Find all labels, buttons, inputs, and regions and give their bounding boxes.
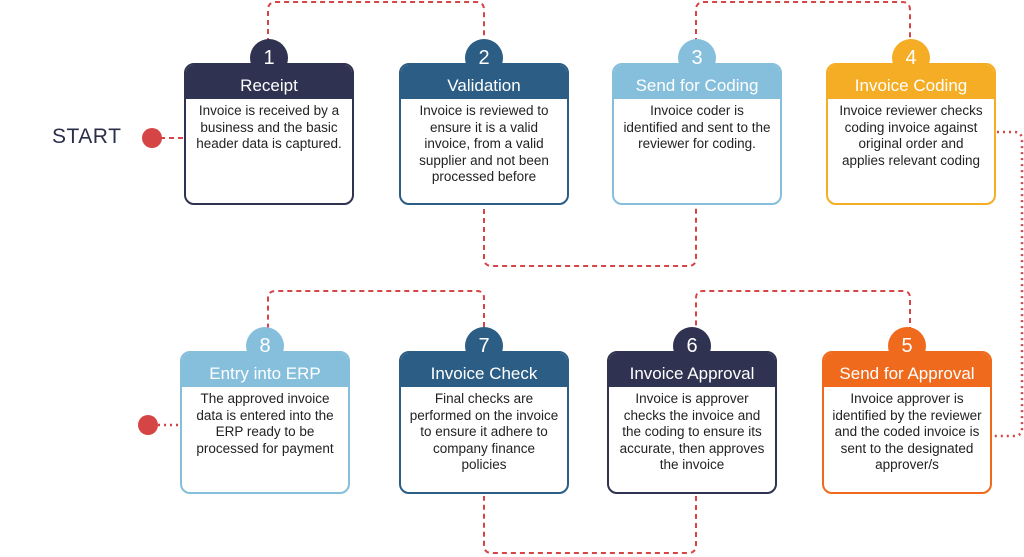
step-card: Send for Approval Invoice approver is id… (822, 351, 992, 494)
connector-4-to-5 (994, 130, 1024, 438)
end-dot (138, 415, 158, 435)
step-card: Invoice Check Final checks are performed… (399, 351, 569, 494)
connector-7-to-8 (267, 290, 485, 336)
connector-1-to-2 (267, 1, 485, 43)
step-card: Invoice Approval Invoice is approver che… (607, 351, 777, 494)
step-description: Invoice is received by a business and th… (196, 103, 342, 151)
step-number-badge: 6 (673, 327, 711, 365)
step-card: Entry into ERP The approved invoice data… (180, 351, 350, 494)
step-title: Send for Approval (824, 353, 990, 387)
step-description: Invoice is approver checks the invoice a… (619, 391, 765, 472)
step-number-badge: 3 (678, 39, 716, 77)
step-card: Invoice Coding Invoice reviewer checks c… (826, 63, 996, 205)
step-number-badge: 5 (888, 327, 926, 365)
step-number-badge: 2 (465, 39, 503, 77)
connector-2-to-3 (483, 200, 697, 267)
step-description: Final checks are performed on the invoic… (409, 391, 559, 472)
step-title: Entry into ERP (182, 353, 348, 387)
step-number-badge: 8 (246, 327, 284, 365)
step-description: Invoice is reviewed to ensure it is a va… (419, 103, 549, 184)
step-description: Invoice reviewer checks coding invoice a… (839, 103, 983, 168)
connector-5-to-6 (695, 290, 911, 341)
start-label: START (52, 125, 122, 148)
connector-6-to-7 (483, 496, 697, 554)
step-number-badge: 7 (465, 327, 503, 365)
step-card: Validation Invoice is reviewed to ensure… (399, 63, 569, 205)
step-description: Invoice approver is identified by the re… (832, 391, 982, 472)
step-card: Receipt Invoice is received by a busines… (184, 63, 354, 205)
step-card: Send for Coding Invoice coder is identif… (612, 63, 782, 205)
step-number-badge: 4 (892, 39, 930, 77)
step-number-badge: 1 (250, 39, 288, 77)
start-dot (142, 128, 162, 148)
connector-3-to-4 (695, 1, 911, 43)
step-description: The approved invoice data is entered int… (196, 391, 334, 456)
step-title: Send for Coding (614, 65, 780, 99)
step-description: Invoice coder is identified and sent to … (623, 103, 771, 151)
